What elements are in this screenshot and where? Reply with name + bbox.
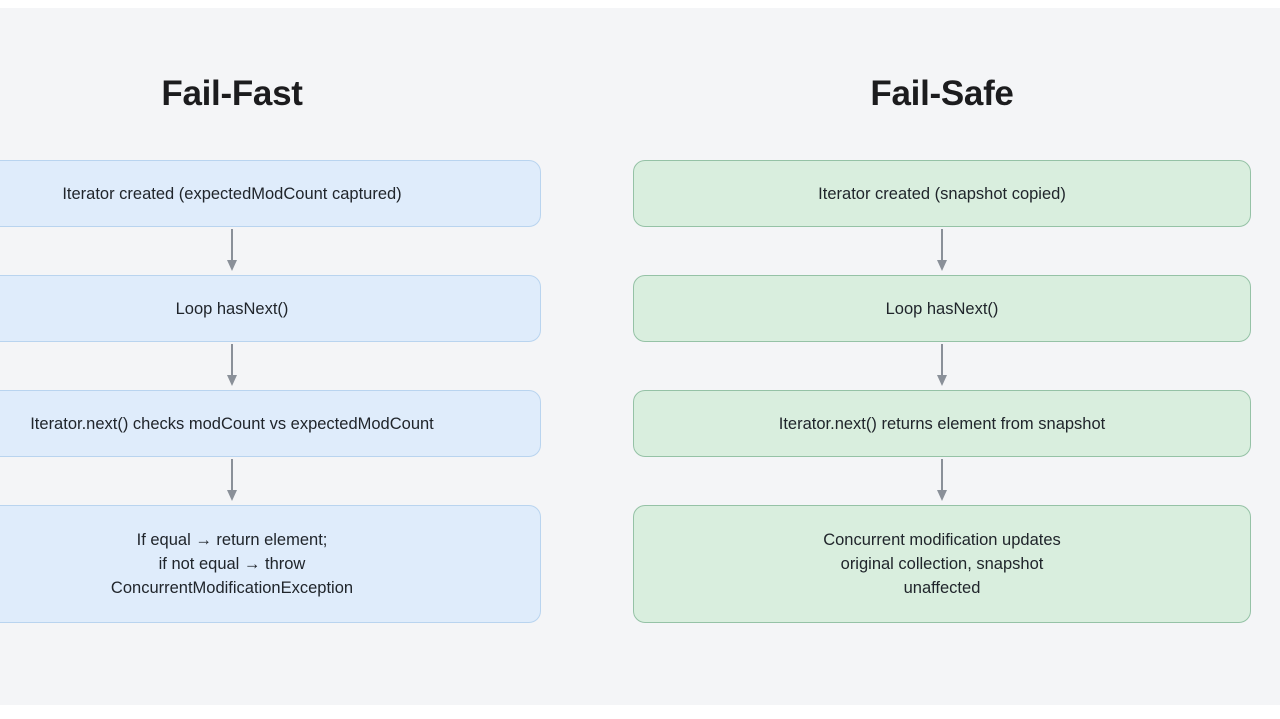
arrow-shaft: [941, 344, 943, 376]
node-fail-fast-4-label: If equal → return element; if not equal …: [110, 531, 354, 597]
column-title-fail-safe: Fail-Safe: [870, 74, 1014, 113]
arrow-down-icon: [225, 229, 239, 271]
arrow-down-icon: [225, 344, 239, 386]
node-fail-fast-2: Loop hasNext(): [0, 275, 541, 342]
arrow-head: [937, 260, 947, 271]
arrow-shaft: [231, 344, 233, 376]
node-fail-safe-1-label: Iterator created (snapshot copied): [818, 184, 1066, 203]
arrow-down-icon: [935, 459, 949, 501]
arrow-shaft: [941, 229, 943, 261]
node-fail-safe-2-label: Loop hasNext(): [885, 299, 999, 318]
arrow-head: [937, 375, 947, 386]
node-fail-safe-4: Concurrent modification updates original…: [633, 505, 1251, 623]
node-fail-fast-3: Iterator.next() checks modCount vs expec…: [0, 390, 541, 457]
node-fail-safe-3-label: Iterator.next() returns element from sna…: [778, 414, 1106, 433]
node-fail-fast-1: Iterator created (expectedModCount captu…: [0, 160, 541, 227]
arrow-head: [227, 260, 237, 271]
arrow-down-icon: [935, 344, 949, 386]
arrow-shaft: [231, 459, 233, 491]
node-fail-fast-3-label: Iterator.next() checks modCount vs expec…: [30, 414, 434, 433]
arrow-head: [937, 490, 947, 501]
arrow-down-icon: [935, 229, 949, 271]
node-fail-fast-2-label: Loop hasNext(): [175, 299, 289, 318]
node-fail-fast-1-label: Iterator created (expectedModCount captu…: [62, 184, 402, 203]
arrow-shaft: [941, 459, 943, 491]
node-fail-safe-3: Iterator.next() returns element from sna…: [633, 390, 1251, 457]
node-fail-safe-1: Iterator created (snapshot copied): [633, 160, 1251, 227]
node-fail-safe-4-label: Concurrent modification updates original…: [823, 531, 1061, 597]
diagram-panel: Fail-Fast Iterator created (expectedModC…: [0, 8, 1280, 705]
node-fail-fast-4: If equal → return element; if not equal …: [0, 505, 541, 623]
column-title-fail-fast: Fail-Fast: [161, 74, 303, 113]
arrow-head: [227, 490, 237, 501]
arrow-down-icon: [225, 459, 239, 501]
arrow-shaft: [231, 229, 233, 261]
node-fail-safe-2: Loop hasNext(): [633, 275, 1251, 342]
arrow-head: [227, 375, 237, 386]
